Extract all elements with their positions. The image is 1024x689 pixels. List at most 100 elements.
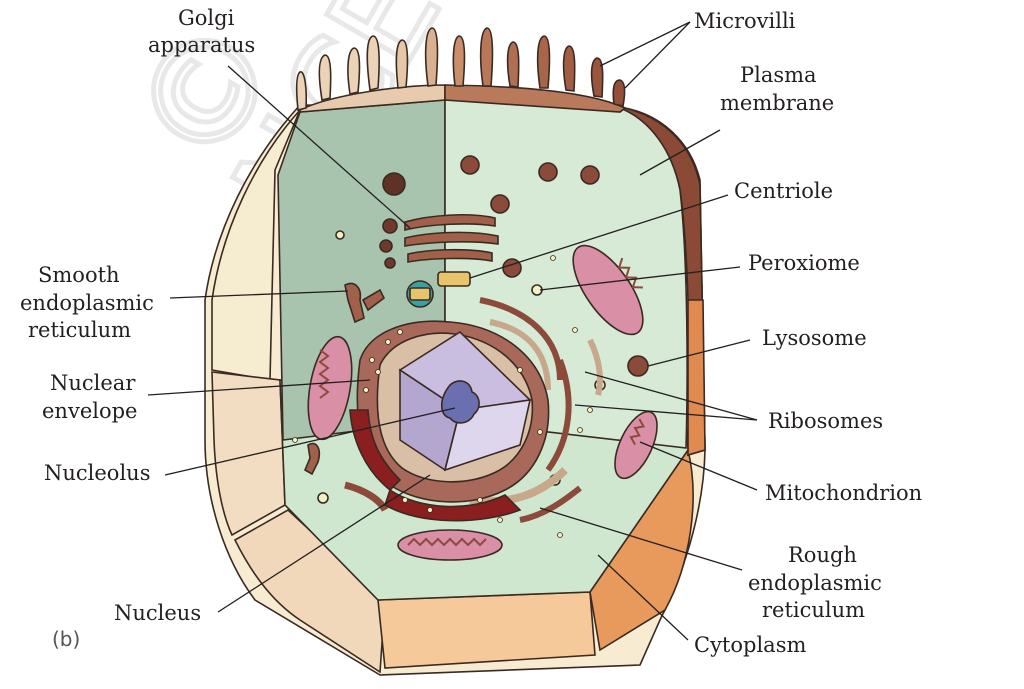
microvilli [295,27,626,112]
label-lysosome: Lysosome [762,326,867,350]
label-microvilli: Microvilli [694,9,796,33]
microvillus [612,79,626,107]
ribosome [557,532,563,538]
cell-left-wall-lower [211,371,286,537]
rough-er-cisterna [344,481,389,512]
cell-bottom-panel-center [377,591,596,669]
rough-er-cisterna [519,485,582,523]
ribosome [497,517,503,523]
label-plasma-line2: membrane [720,91,834,115]
ribosome [537,429,543,435]
microvillus [536,35,551,89]
golgi-vesicle [384,257,396,269]
centriole-barrel [437,271,471,287]
nucleus [349,320,550,522]
ribosome [427,507,433,513]
leader-plasma-membrane [639,129,721,176]
peroxisome [335,230,345,240]
lysosome [538,162,558,182]
smooth-er-tubule [361,288,386,312]
centriole [406,271,471,308]
microvillus [347,47,361,95]
cell-bottom-panel-left [233,509,386,674]
peroxisome [317,492,329,504]
leader-centriole [469,194,729,279]
golgi-cisterna [407,248,493,263]
smooth-er [303,282,386,476]
lysosome [580,165,600,185]
microvillus [506,41,520,88]
label-ser-line2: endoplasmic [20,291,154,315]
leader-lysosome [647,339,751,367]
microvillus [318,54,332,101]
ribosomes [292,255,593,538]
golgi-apparatus [379,172,499,269]
label-nucleolus: Nucleolus [44,461,150,485]
lysosome [502,258,522,278]
lysosome [460,155,480,175]
label-cytoplasm: Cytoplasm [694,633,806,657]
leader-nucleolus [164,407,456,476]
cell-left-wall-upper [211,109,301,381]
label-nuclear-line1: Nuclear [50,371,136,395]
leader-rer [539,507,743,571]
microvillus [424,27,439,87]
golgi-vesicle [382,218,398,234]
ribosome [397,329,403,335]
labels: Golgi apparatus Microvilli Plasma membra… [20,6,922,657]
leader-lines [147,21,758,641]
leader-nuclear-envelope [147,379,371,396]
label-golgi-line1: Golgi [178,6,235,30]
leader-cytoplasm [597,554,689,641]
centriole-barrel-cross [409,287,431,301]
microvillus [295,71,308,112]
ribosome [292,437,298,443]
golgi-cisterna [404,214,496,232]
label-mitochondrion: Mitochondrion [765,481,922,505]
ribosome [369,357,375,363]
leader-ribosomes-2 [574,404,758,421]
label-nucleus: Nucleus [114,601,201,625]
smooth-er-tubule [344,282,365,324]
label-rer-line2: endoplasmic [748,571,882,595]
leader-nucleus [217,474,431,613]
ribosome [517,367,523,373]
nucleolus [440,380,480,424]
cell-right-panel [589,448,694,652]
microvillus [590,57,604,98]
golgi-cisterna [404,231,499,247]
label-ribosomes: Ribosomes [768,409,883,433]
label-peroxiome: Peroxiome [748,251,860,275]
nuclear-envelope-cut [384,488,522,522]
label-rer-line1: Rough [788,543,857,567]
rough-er-cisterna [587,338,603,396]
leader-mitochondrion [639,441,758,491]
plasma-membrane-orange-strip [687,299,706,457]
microvillus [479,27,494,87]
microvillus [562,45,576,92]
mitochondrion [397,529,503,561]
ribosome [477,497,483,503]
leader-ser [169,290,349,299]
ribosome [587,407,593,413]
label-rer-line3: reticulum [762,598,865,622]
label-centriole: Centriole [734,179,833,203]
cell-top-surface-right [444,84,627,113]
microvillus [395,39,409,89]
lysosome [627,355,649,377]
golgi-vesicle [382,172,406,196]
microvillus [452,35,466,87]
label-plasma-line1: Plasma [740,63,817,87]
ribosome [363,387,369,393]
leader-golgi [227,65,411,229]
microvillus [366,35,380,91]
ribosome [402,497,408,503]
ribosome [550,255,556,261]
ribosome [572,327,578,333]
lysosome [490,194,510,214]
label-ser-line3: reticulum [28,318,131,342]
rough-er-cisterna [479,297,563,381]
label-ser-line1: Smooth [38,263,120,287]
ribosome [385,339,391,345]
